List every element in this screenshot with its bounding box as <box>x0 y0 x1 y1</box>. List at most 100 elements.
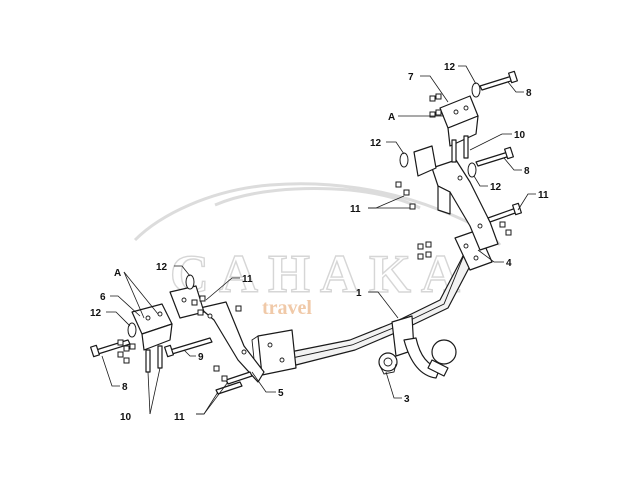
callout-10: 10 <box>514 130 526 141</box>
left-bracket-body <box>199 301 265 383</box>
left-end-plate <box>257 329 297 376</box>
tow-ball-collar <box>427 359 449 377</box>
callout-A: A <box>114 268 121 279</box>
callout-11: 11 <box>242 274 253 285</box>
right-end-plate-hole <box>463 243 469 249</box>
nut <box>425 251 432 258</box>
callout-11: 11 <box>538 190 549 201</box>
tow-ball <box>431 339 457 365</box>
washer <box>467 162 477 178</box>
callout-4: 4 <box>506 258 512 269</box>
callout-12: 12 <box>370 138 382 149</box>
nut <box>425 241 432 248</box>
nut <box>417 243 424 250</box>
watermark-brand: CAHAKA <box>170 244 470 304</box>
callout-A: A <box>388 112 395 123</box>
leader-3 <box>385 371 402 399</box>
watermark: CAHAKA travel <box>133 182 502 319</box>
left-bracket-hole <box>207 313 213 319</box>
socket-plate-rim <box>379 363 397 375</box>
leader-Ab2 <box>123 271 159 315</box>
nut <box>429 95 436 102</box>
left-bracket <box>169 285 265 383</box>
leader-1 <box>368 291 399 319</box>
bolt <box>451 139 457 163</box>
nut <box>409 203 416 210</box>
bolt-head <box>90 344 100 358</box>
right-bracket-hole <box>477 223 483 229</box>
right-top-bracket-hole <box>453 109 459 115</box>
nut <box>429 111 436 118</box>
left-end-plate-hole <box>279 357 285 363</box>
callout-12: 12 <box>490 182 502 193</box>
tow-ball-assembly <box>378 315 457 379</box>
callout-12: 12 <box>90 308 102 319</box>
left-end-plate-hole <box>267 342 273 348</box>
left-side-plate <box>131 303 173 351</box>
callout-8: 8 <box>122 382 128 393</box>
callout-1: 1 <box>356 288 362 299</box>
leader-8a <box>507 81 524 93</box>
fasteners <box>90 70 522 395</box>
nut <box>199 295 206 302</box>
leader-lines <box>101 65 536 415</box>
callout-11: 11 <box>174 412 185 423</box>
leader-12d <box>174 265 191 277</box>
bolt-head <box>504 146 514 160</box>
leader-11d2 <box>196 381 229 415</box>
callout-8: 8 <box>524 166 530 177</box>
right-end-plate <box>454 229 493 271</box>
watermark-tagline: travel <box>262 297 312 319</box>
leader-12a <box>458 65 477 85</box>
bolt <box>145 349 151 373</box>
left-bracket-hole <box>241 349 247 355</box>
right-bracket <box>413 145 499 251</box>
washer <box>471 82 481 98</box>
callout-6: 6 <box>100 292 106 303</box>
right-top-bracket <box>439 95 479 147</box>
leader-10b2 <box>149 367 161 415</box>
left-bracket-hole <box>181 297 187 303</box>
right-bracket-hole <box>457 175 463 181</box>
leader-8b <box>503 157 522 171</box>
leader-Ab1 <box>123 271 145 319</box>
leader-6 <box>110 295 141 317</box>
callout-3: 3 <box>404 394 410 405</box>
bolt <box>487 207 519 223</box>
nut <box>505 229 512 236</box>
bolt <box>463 135 469 159</box>
callout-9: 9 <box>198 352 204 363</box>
leader-9 <box>183 349 196 357</box>
nut <box>191 299 198 306</box>
leader-5 <box>251 371 276 393</box>
nut <box>499 221 506 228</box>
callout-5: 5 <box>278 388 284 399</box>
nut <box>235 305 242 312</box>
bolt <box>169 337 213 355</box>
bolt <box>157 345 163 369</box>
left-side-plate-hole <box>145 315 151 321</box>
watermark-car-roof <box>214 187 421 210</box>
watermark-car-outline <box>133 182 502 246</box>
leader-12e <box>106 311 131 327</box>
nut <box>129 343 136 350</box>
leader-11c <box>205 277 240 301</box>
leader-7 <box>420 75 449 103</box>
nut <box>197 309 204 316</box>
nut <box>395 181 402 188</box>
nut <box>221 375 228 382</box>
washer <box>185 274 195 290</box>
right-top-bracket-hole <box>463 105 469 111</box>
leader-11d1 <box>196 391 219 415</box>
right-bracket-upper-plate <box>413 145 437 177</box>
washer <box>399 152 409 168</box>
nut <box>435 109 442 116</box>
left-side-plate-hole <box>157 311 163 317</box>
right-end-plate-hole <box>473 255 479 261</box>
leader-4 <box>477 249 504 263</box>
callout-12: 12 <box>444 62 456 73</box>
callout-11: 11 <box>350 204 361 215</box>
leader-10b1 <box>147 371 151 415</box>
leader-12c <box>473 175 488 187</box>
